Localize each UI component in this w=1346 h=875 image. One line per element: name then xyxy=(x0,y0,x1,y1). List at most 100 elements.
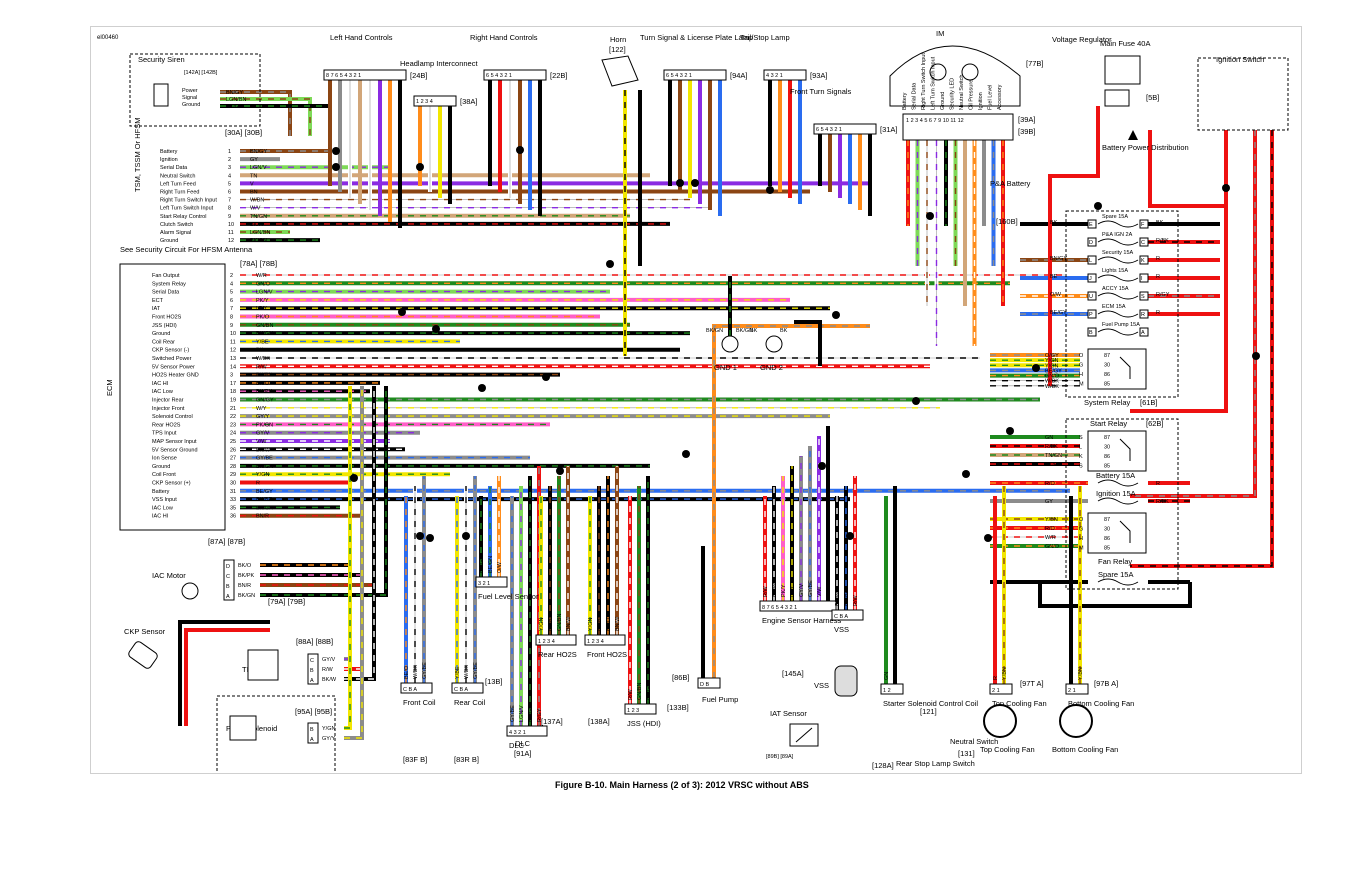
fuse-pin-right xyxy=(1139,255,1149,265)
fuse-pin-left-id: U xyxy=(1089,294,1093,300)
fuse-pin-right xyxy=(1139,327,1149,337)
fan-relay-title: Fan Relay xyxy=(1098,557,1132,566)
pa-battery-connector: [160B] xyxy=(996,217,1018,226)
splice-dot xyxy=(818,462,826,470)
ecm-pin-label: TPS Input xyxy=(152,431,177,437)
start-relay-pin: S xyxy=(1079,435,1083,441)
purge-connectors: [95A] [95B] xyxy=(295,707,332,716)
jss-wire-code: BK/GN xyxy=(646,683,652,700)
splice-dot xyxy=(984,534,992,542)
wire-trunks xyxy=(178,80,1274,740)
ignition-switch-frame xyxy=(1197,57,1289,131)
battery-r-bus xyxy=(1130,188,1228,413)
starter-solenoid-wire-code: GN xyxy=(884,672,890,680)
ecm-wire-code: W/R xyxy=(256,273,267,279)
tsm-pin-number: 2 xyxy=(228,157,231,163)
starter-solenoid-wire-code: BK xyxy=(893,672,899,680)
tsm-wire-code: BK/GN xyxy=(250,238,267,244)
iac-motor-title: IAC Motor xyxy=(152,571,186,580)
fuse-pin-right-id: C xyxy=(1141,240,1145,246)
fan-relay-relay-pin: 85 xyxy=(1104,546,1110,552)
top-cooling-fan-pins: 2 1 xyxy=(992,688,1000,694)
ecm-wire-code: R/W xyxy=(256,364,268,370)
rear-coil-wire-code: GY/BE xyxy=(473,662,479,679)
tsm-pin-label: Clutch Switch xyxy=(160,222,193,228)
tsm-pin-number: 1 xyxy=(228,149,231,155)
vss-wire-code: BK/W xyxy=(835,591,841,606)
fuse-right-wire-code: R/BK xyxy=(1156,238,1169,244)
ecm-wire-code: BK xyxy=(256,348,264,354)
ecm-wire-code: BK/PK xyxy=(256,389,273,395)
ckp-sensor-icon xyxy=(128,641,158,669)
ecm-pin-number: 31 xyxy=(230,489,236,495)
ecm-pin-number: 22 xyxy=(230,414,236,420)
tsm-pin-number: 5 xyxy=(228,181,231,187)
start-relay-wire-code: BK/R xyxy=(1045,462,1058,468)
tsm-wire-code: W/V xyxy=(250,206,261,212)
ecm-pin-label: IAT xyxy=(152,306,161,312)
iat-connectors: [89B] [89A] xyxy=(766,754,794,760)
purge-solenoid-wire-2-stripe xyxy=(344,386,363,739)
ecm-wire-code: W/Y xyxy=(256,406,267,412)
fuse-pin-left xyxy=(1087,237,1097,247)
spare-fuse-2-wire-code-right: BK xyxy=(1156,580,1164,586)
fuse-left-wire-code: BK xyxy=(1050,220,1058,226)
tsm-title: TSM, TSSM Or HFSM xyxy=(133,118,142,192)
iac-motor-icon xyxy=(181,582,199,600)
fuel-pump-plug xyxy=(697,677,721,689)
tps-plug xyxy=(307,653,319,685)
gnd2-icon xyxy=(765,335,783,353)
start-relay-relay-pin: 30 xyxy=(1104,445,1110,451)
battery-fuse-icon xyxy=(1097,479,1139,487)
iac-motor-pin: A xyxy=(226,594,230,600)
iac-motor-wire-code: BK/GN xyxy=(238,593,255,599)
ignition-fuse-wire-code-right: R/BK xyxy=(1156,499,1169,505)
engine-sensor-connector: [145A] xyxy=(782,669,804,678)
ecm-pin-number: 19 xyxy=(230,398,236,404)
ecm-wire-code: R xyxy=(256,481,260,487)
ecm-pin-number: 7 xyxy=(230,306,233,312)
ecm-pin-label: MAP Sensor Input xyxy=(152,439,197,445)
system-relay-relay-pin: 85 xyxy=(1104,382,1110,388)
ecm-pin-number: 9 xyxy=(230,323,233,329)
system-relay-wire-code: GN/O xyxy=(1045,374,1060,380)
fan-relay-relay-pin: 30 xyxy=(1104,527,1110,533)
purge-solenoid-pin: A xyxy=(310,737,314,743)
bottom-cooling-fan-icon xyxy=(1059,704,1093,738)
ecm-pin-number: 8 xyxy=(230,315,233,321)
front-coil-wire-code: GY/BE xyxy=(422,662,428,679)
splice-dot xyxy=(1252,352,1260,360)
gnd2-wire-code: BK xyxy=(750,328,758,334)
fuse-left-wire-code: BN/GY xyxy=(1050,256,1067,262)
tps-wire-3-stripe xyxy=(344,386,375,680)
battery-fuse-title: Battery 15A xyxy=(1096,471,1135,480)
ecm-wire-code: BK/GN xyxy=(256,331,273,337)
siren-wire-1-stripe xyxy=(220,91,291,136)
splice-dot xyxy=(1094,202,1102,210)
engine-sensor-harness-wire-code: V/W xyxy=(817,586,823,597)
start-relay-pin: L xyxy=(1079,445,1082,451)
fuse-left-wire-code: O/W xyxy=(1050,292,1062,298)
rear-coil-name: Rear Coil xyxy=(454,698,486,707)
jss-name: JSS (HDI) xyxy=(627,719,661,728)
im-pin-label: Serial Data xyxy=(912,82,918,110)
purge-solenoid-wire-2 xyxy=(344,386,364,740)
ecm-wire-code: PK/Y xyxy=(256,298,269,304)
fuse-pin-right xyxy=(1139,273,1149,283)
vss-sensor-icon xyxy=(834,665,858,697)
splice-dot xyxy=(606,260,614,268)
fuse-right-wire-code: R xyxy=(1156,274,1160,280)
fuel-level-sensor-wire-code: BK/GN xyxy=(479,556,485,573)
fuse-left-wire-code: BE xyxy=(1050,274,1058,280)
ecm-pin-label: Ion Sense xyxy=(152,456,177,462)
ecm-pin-label: IAC HI xyxy=(152,514,169,520)
fuse-pin-right-id: F xyxy=(1141,222,1145,228)
front-turn-signals-connector-id: [31A] xyxy=(880,125,898,134)
tsm-pin-number: 12 xyxy=(228,238,234,244)
im-title: IM xyxy=(936,29,944,38)
purge-solenoid-wire-code: GY/Y xyxy=(322,736,335,742)
turn-signal-lamp-connector xyxy=(663,69,727,81)
ecm-pin-label: Coil Front xyxy=(152,472,176,478)
ignition-switch-title: Ignition Switch xyxy=(1216,55,1264,64)
im-connector-a: [39A] xyxy=(1018,115,1036,124)
